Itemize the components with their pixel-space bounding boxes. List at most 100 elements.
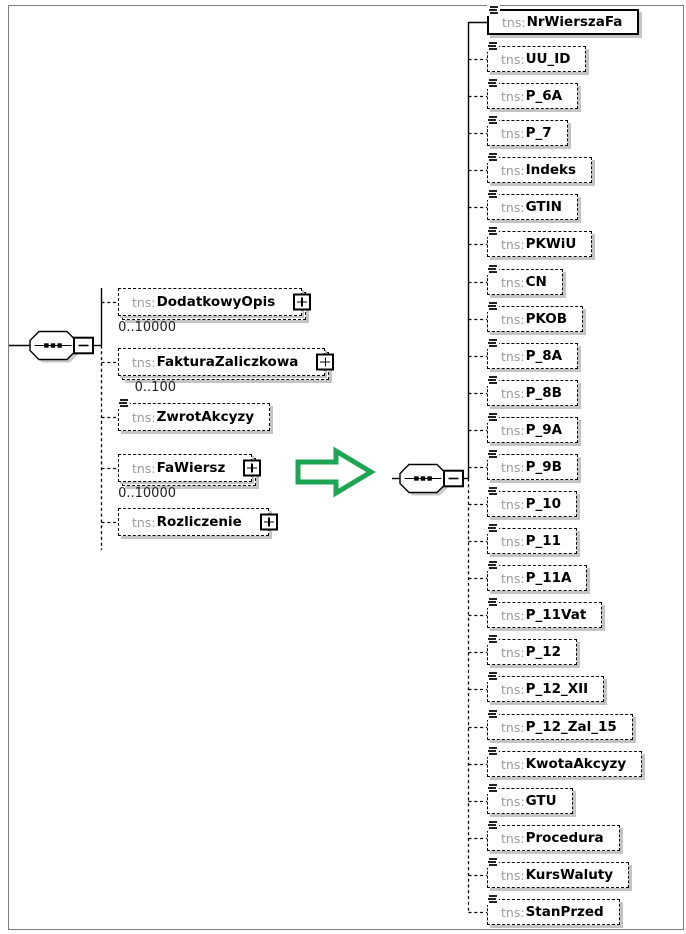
element-name: P_11A — [525, 570, 572, 586]
namespace-prefix: tns: — [132, 294, 156, 310]
element-box[interactable]: tns:ZwrotAkcyzy — [117, 397, 271, 431]
element-box[interactable]: tns:StanPrzed — [486, 893, 620, 925]
element-p-8b[interactable]: tns:P_8B — [486, 374, 578, 406]
element-uu-id[interactable]: tns:UU_ID — [486, 40, 587, 72]
element-box[interactable]: tns:PKWiU — [486, 225, 593, 257]
simple-content-icon — [486, 893, 499, 905]
namespace-prefix: tns: — [501, 274, 525, 290]
namespace-prefix: tns: — [501, 496, 525, 512]
element-box[interactable]: tns:Indeks — [486, 151, 593, 183]
element-box[interactable]: tns:P_11 — [486, 522, 577, 554]
namespace-prefix: tns: — [501, 385, 525, 401]
element-p-12-zal-15[interactable]: tns:P_12_Zal_15 — [486, 708, 633, 740]
simple-content-icon — [486, 114, 499, 126]
element-cn[interactable]: tns:CN — [486, 263, 563, 295]
expand-icon[interactable] — [293, 293, 312, 311]
simple-content-icon — [486, 263, 499, 275]
element-kwotaakcyzy[interactable]: tns:KwotaAkcyzy — [486, 745, 643, 777]
namespace-prefix: tns: — [501, 88, 525, 104]
element-p-11a[interactable]: tns:P_11A — [486, 559, 588, 591]
element-p-7[interactable]: tns:P_7 — [486, 114, 568, 146]
expand-icon[interactable] — [259, 513, 278, 531]
sequence-compositor-icon[interactable] — [29, 330, 94, 363]
element-nrwierszafa[interactable]: tns:NrWierszaFa — [487, 4, 640, 35]
element-p-12-xii[interactable]: tns:P_12_XII — [486, 670, 605, 702]
element-box[interactable]: tns:P_9A — [486, 411, 579, 443]
element-p-10[interactable]: tns:P_10 — [486, 485, 577, 517]
element-box[interactable]: tns:P_12 — [486, 633, 577, 665]
expand-arrow-icon — [295, 446, 376, 498]
element-stanprzed[interactable]: tns:StanPrzed — [486, 893, 620, 925]
element-p-11[interactable]: tns:P_11 — [486, 522, 577, 554]
simple-content-icon — [486, 188, 499, 200]
element-box[interactable]: tns:FakturaZaliczkowa — [118, 348, 335, 376]
element-box[interactable]: tns:GTU — [486, 782, 573, 814]
namespace-prefix: tns: — [501, 719, 525, 735]
element-box[interactable]: tns:KwotaAkcyzy — [486, 745, 643, 777]
simple-content-icon — [486, 596, 499, 608]
element-box[interactable]: tns:GTIN — [486, 188, 578, 220]
element-name: P_9A — [525, 422, 563, 438]
namespace-prefix: tns: — [501, 348, 525, 364]
element-box[interactable]: tns:NrWierszaFa — [487, 4, 640, 35]
element-rozliczenie[interactable]: tns:Rozliczenie — [118, 508, 278, 536]
element-box[interactable]: tns:FaWiersz — [118, 454, 262, 482]
element-box[interactable]: tns:P_11Vat — [486, 596, 603, 628]
namespace-prefix: tns: — [501, 422, 525, 438]
element-p-9b[interactable]: tns:P_9B — [486, 448, 578, 480]
element-box[interactable]: tns:PKOB — [486, 300, 584, 332]
element-box[interactable]: tns:P_10 — [486, 485, 577, 517]
element-box[interactable]: tns:P_9B — [486, 448, 578, 480]
element-p-9a[interactable]: tns:P_9A — [486, 411, 579, 443]
element-pkob[interactable]: tns:PKOB — [486, 300, 584, 332]
element-name: P_8A — [525, 348, 563, 364]
element-dodatkowyopis[interactable]: tns:DodatkowyOpis — [118, 288, 312, 320]
element-box[interactable]: tns:KursWaluty — [486, 856, 630, 888]
sequence-compositor-icon[interactable] — [399, 463, 464, 496]
element-name: GTU — [525, 793, 557, 809]
simple-content-icon — [486, 225, 499, 237]
element-box[interactable]: tns:Rozliczenie — [118, 508, 278, 536]
simple-content-icon — [486, 411, 499, 423]
element-box[interactable]: tns:CN — [486, 263, 563, 295]
namespace-prefix: tns: — [501, 904, 525, 920]
element-procedura[interactable]: tns:Procedura — [486, 819, 620, 851]
namespace-prefix: tns: — [501, 199, 525, 215]
element-p-12[interactable]: tns:P_12 — [486, 633, 577, 665]
element-name: CN — [525, 274, 547, 290]
element-box[interactable]: tns:P_8A — [486, 337, 579, 369]
element-name: P_11 — [525, 533, 561, 549]
element-box[interactable]: tns:P_12_Zal_15 — [486, 708, 633, 740]
element-gtin[interactable]: tns:GTIN — [486, 188, 578, 220]
element-indeks[interactable]: tns:Indeks — [486, 151, 593, 183]
element-box[interactable]: tns:P_7 — [486, 114, 568, 146]
element-p-6a[interactable]: tns:P_6A — [486, 77, 579, 109]
element-name: KursWaluty — [525, 867, 614, 883]
namespace-prefix: tns: — [501, 459, 525, 475]
element-gtu[interactable]: tns:GTU — [486, 782, 573, 814]
element-name: PKOB — [525, 311, 568, 327]
element-box[interactable]: tns:P_12_XII — [486, 670, 605, 702]
element-p-8a[interactable]: tns:P_8A — [486, 337, 579, 369]
element-fakturazaliczkowa[interactable]: tns:FakturaZaliczkowa — [118, 348, 335, 380]
element-box[interactable]: tns:DodatkowyOpis — [118, 288, 312, 316]
expand-icon[interactable] — [243, 459, 262, 477]
element-box[interactable]: tns:P_11A — [486, 559, 588, 591]
namespace-prefix: tns: — [132, 354, 156, 370]
element-box[interactable]: tns:UU_ID — [486, 40, 587, 72]
simple-content-icon — [486, 77, 499, 89]
element-box[interactable]: tns:Procedura — [486, 819, 620, 851]
element-box[interactable]: tns:P_8B — [486, 374, 578, 406]
element-name: Rozliczenie — [156, 514, 242, 530]
element-box[interactable]: tns:P_6A — [486, 77, 579, 109]
element-fawiersz[interactable]: tns:FaWiersz — [118, 454, 262, 486]
element-kurswaluty[interactable]: tns:KursWaluty — [486, 856, 630, 888]
expand-icon[interactable] — [316, 353, 335, 371]
namespace-prefix: tns: — [501, 607, 525, 623]
element-pkwiu[interactable]: tns:PKWiU — [486, 225, 593, 257]
simple-content-icon — [486, 485, 499, 497]
element-p-11vat[interactable]: tns:P_11Vat — [486, 596, 603, 628]
element-zwrotakcyzy[interactable]: tns:ZwrotAkcyzy — [117, 397, 271, 431]
